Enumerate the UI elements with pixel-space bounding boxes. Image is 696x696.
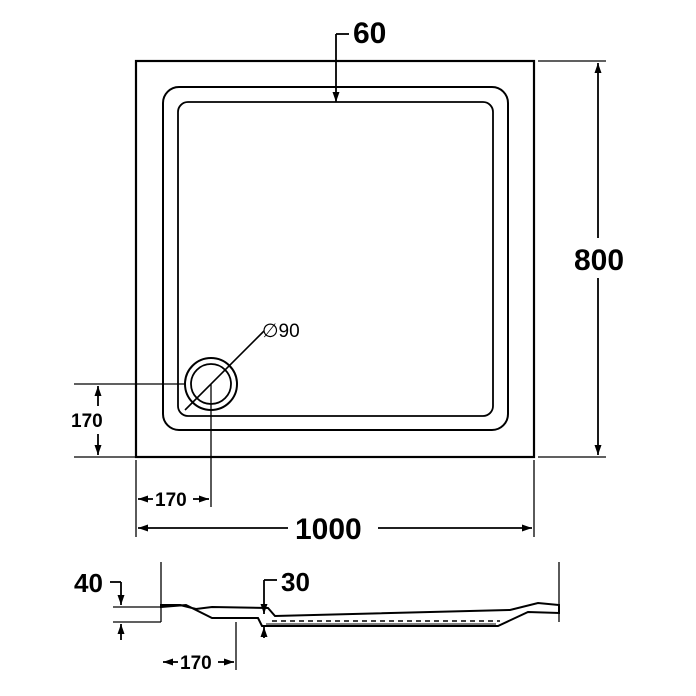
tray-top-view (134, 59, 536, 459)
drain-offset-y-dimension: 170 (71, 383, 185, 458)
base-depth-dimension: 30 (260, 567, 310, 638)
base-depth-label: 30 (281, 567, 310, 597)
drain-diameter-callout: ∅90 (184, 321, 300, 411)
tray-outer-edge (134, 59, 536, 459)
drain-offset-x-dimension: 170 (138, 384, 212, 511)
tray-side-profile (160, 562, 560, 627)
width-label: 1000 (295, 513, 362, 546)
width-dimension: 1000 (135, 460, 535, 546)
tray-profile-outline (160, 601, 560, 627)
profile-drain-offset-dimension: 170 (163, 622, 237, 674)
tray-depth-label: 40 (74, 568, 103, 598)
drain-offset-y-label: 170 (71, 411, 103, 432)
rim-width-label: 60 (353, 17, 386, 50)
tray-depth-dimension: 40 (74, 568, 161, 640)
height-label: 800 (574, 244, 624, 277)
height-dimension: 800 (538, 60, 624, 458)
drain-offset-x-label: 170 (155, 490, 187, 511)
profile-drain-offset-label: 170 (180, 653, 212, 674)
tray-rim-inner-edge (162, 86, 509, 431)
drain-diameter-label: ∅90 (262, 321, 300, 342)
rim-width-dimension: 60 (332, 17, 386, 102)
